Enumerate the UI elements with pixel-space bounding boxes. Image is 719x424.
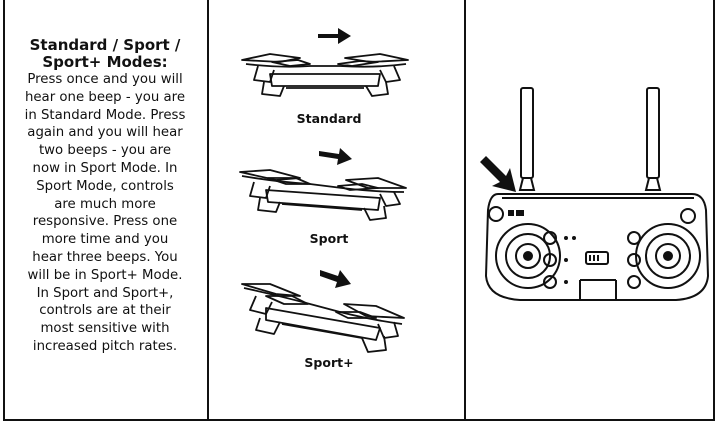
mode-instructions-body: Press once and you will hear one beep - y…	[3, 71, 207, 356]
instruction-line: more time and you	[41, 232, 169, 248]
instruction-line: now in Sport Mode. In	[32, 160, 178, 176]
column-divider	[464, 0, 466, 421]
mode-caption-sport-plus: Sport+	[304, 355, 354, 370]
drone-tilted-icon	[239, 169, 407, 221]
arrow-right-icon	[318, 28, 351, 44]
instruction-line: increased pitch rates.	[32, 338, 178, 354]
drone-level-icon	[241, 53, 409, 97]
instruction-table	[3, 0, 715, 421]
column-divider	[207, 0, 209, 421]
instruction-line: controls are at their	[39, 303, 171, 319]
instruction-line: most sensitive with	[40, 321, 170, 337]
instruction-line: two beeps - you are	[38, 143, 172, 159]
instruction-line: responsive. Press one	[32, 214, 178, 230]
instruction-line: will be in Sport+ Mode.	[27, 267, 183, 283]
arrow-pointer-icon	[480, 156, 516, 192]
instruction-line: in Standard Mode. Press	[24, 107, 186, 123]
instruction-line: again and you will hear	[27, 125, 183, 141]
arrow-right-icon	[320, 270, 351, 288]
instruction-line: In Sport and Sport+,	[36, 285, 174, 301]
instruction-line: hear three beeps. You	[32, 249, 178, 265]
instruction-line: hear one beep - you are	[24, 89, 186, 105]
arrow-right-icon	[319, 148, 352, 165]
mode-instructions-title: Standard / Sport / Sport+ Modes:	[29, 36, 181, 71]
instruction-line: Press once and you will	[27, 72, 183, 87]
mode-caption-standard: Standard	[296, 111, 362, 126]
mode-instructions-cell: Standard / Sport / Sport+ Modes: Press o…	[3, 0, 207, 421]
instruction-line: are much more	[54, 196, 156, 212]
drone-steep-tilt-icon	[241, 283, 405, 353]
mode-caption-sport: Sport	[309, 231, 349, 246]
instruction-line: Sport Mode, controls	[36, 178, 174, 194]
remote-controller-icon	[484, 87, 710, 301]
